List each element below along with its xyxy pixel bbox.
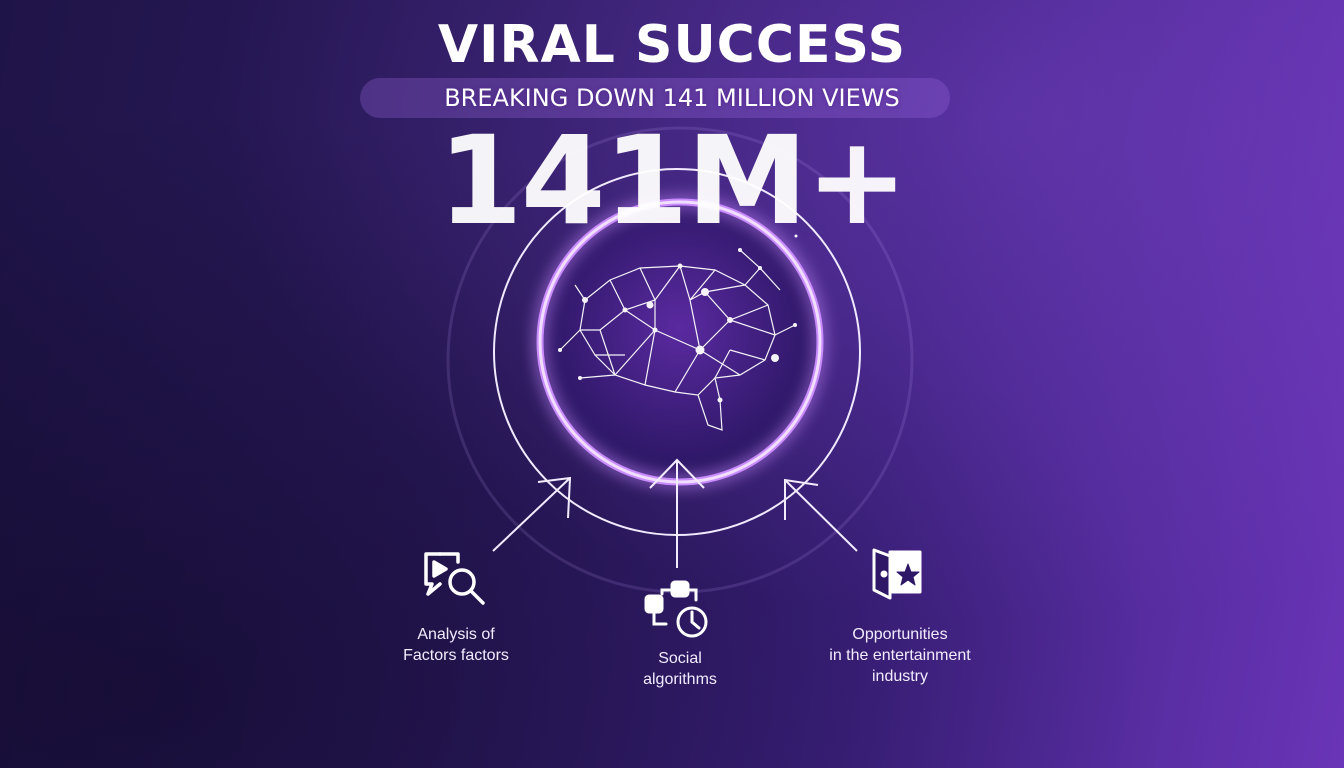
social-clock-icon xyxy=(644,580,708,638)
page-title: VIRAL SUCCESS xyxy=(437,15,907,75)
arrow-left xyxy=(492,476,572,552)
arrows xyxy=(492,458,858,568)
arrow-right xyxy=(784,478,858,552)
factor-label-analysis: Analysis of Factors factors xyxy=(403,626,509,664)
inner-disc xyxy=(542,204,818,480)
factor-label-social: Social algorithms xyxy=(643,650,717,688)
video-search-icon xyxy=(424,552,485,605)
factor-label-opportunities: Opportunities in the entertainment indus… xyxy=(829,626,971,685)
subtitle-band xyxy=(360,78,950,118)
brain-network-icon xyxy=(558,234,798,431)
arrow-center xyxy=(649,458,705,568)
subtitle: BREAKING DOWN 141 MILLION VIEWS xyxy=(444,84,900,112)
big-number: 141M+ xyxy=(437,110,908,252)
door-star-icon xyxy=(872,548,922,600)
